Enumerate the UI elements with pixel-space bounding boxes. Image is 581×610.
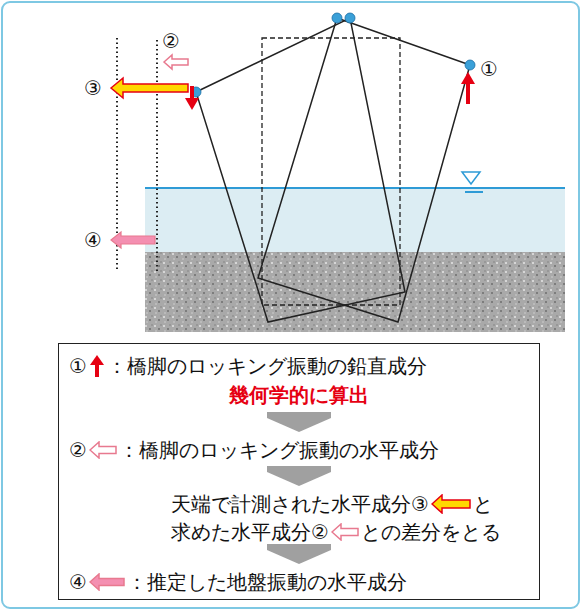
pier-tilt-left bbox=[196, 18, 405, 322]
water-line bbox=[145, 187, 565, 189]
pier-tilt-right bbox=[258, 18, 470, 322]
pier-top-dot bbox=[191, 13, 475, 97]
vertical-arrow bbox=[461, 72, 475, 104]
horizontal-arrow-3 bbox=[111, 78, 188, 98]
box-text: と bbox=[473, 492, 493, 516]
box-text: ① bbox=[69, 354, 87, 378]
callout-number: ② bbox=[162, 30, 180, 52]
callout-number: ① bbox=[480, 58, 498, 80]
text-row: ① ：橋脚のロッキング振動の鉛直成分 bbox=[59, 352, 539, 380]
box-text: 求めた水平成分② bbox=[171, 520, 329, 544]
box-text: との差分をとる bbox=[361, 520, 501, 544]
box-text: ④ bbox=[69, 570, 87, 594]
arrow-symbol bbox=[331, 523, 359, 541]
callout-number: ④ bbox=[84, 229, 102, 251]
flow-chevron bbox=[267, 466, 331, 486]
box-text: ② bbox=[69, 438, 87, 462]
text-row: 天端で計測された水平成分③ と bbox=[59, 490, 539, 518]
arrow-symbol bbox=[89, 354, 105, 378]
text-row: 幾何学的に算出 bbox=[59, 381, 539, 409]
text-row: ② ：橋脚のロッキング振動の水平成分 bbox=[59, 436, 539, 464]
water-symbol bbox=[462, 172, 483, 192]
box-text: ：推定した地盤振動の水平成分 bbox=[127, 570, 407, 594]
ground bbox=[145, 252, 565, 332]
horizontal-arrow-4 bbox=[111, 232, 155, 248]
method-note: 幾何学的に算出 bbox=[229, 383, 369, 407]
flow-chevron bbox=[267, 412, 331, 432]
text-row: 求めた水平成分② との差分をとる bbox=[59, 518, 539, 546]
guide-line bbox=[156, 40, 158, 272]
horizontal-arrow-2 bbox=[164, 55, 188, 69]
process-box: ① ：橋脚のロッキング振動の鉛直成分幾何学的に算出 ② ：橋脚のロッキング振動の水平成… bbox=[58, 343, 540, 600]
arrow-symbol bbox=[89, 441, 117, 459]
box-text: ：橋脚のロッキング振動の水平成分 bbox=[119, 438, 439, 462]
callout-number: ③ bbox=[84, 77, 102, 99]
box-text: 天端で計測された水平成分③ bbox=[171, 492, 429, 516]
box-text: ：橋脚のロッキング振動の鉛直成分 bbox=[107, 354, 427, 378]
water bbox=[145, 188, 565, 252]
arrow-symbol bbox=[431, 494, 471, 514]
flow-chevron bbox=[267, 544, 331, 564]
text-row: ④ ：推定した地盤振動の水平成分 bbox=[59, 568, 539, 596]
pier-rest bbox=[262, 38, 400, 305]
arrow-symbol bbox=[89, 573, 125, 591]
